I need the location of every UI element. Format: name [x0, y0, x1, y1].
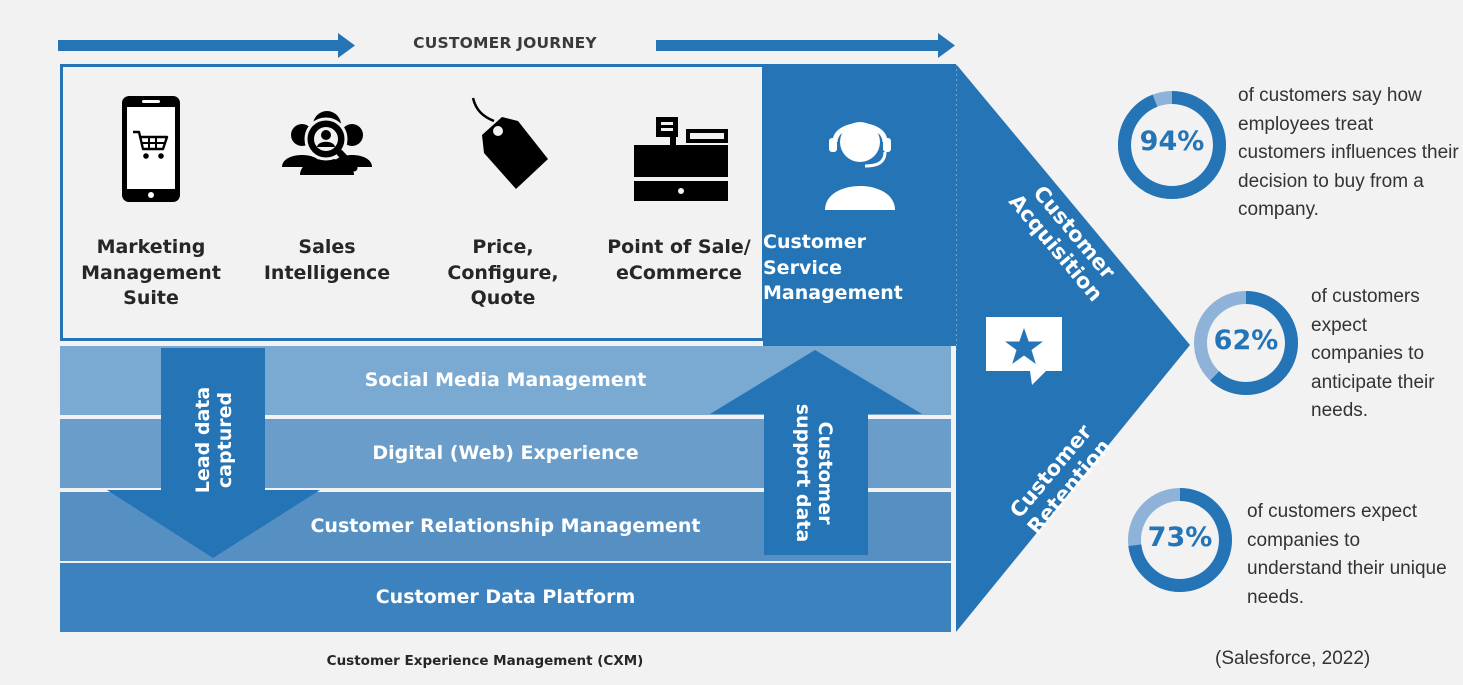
stage-point-of-sale: Point of Sale/ eCommerce: [591, 67, 767, 344]
layer-label: Customer Data Platform: [375, 586, 636, 608]
stat-text-73: of customers expect companies to underst…: [1247, 501, 1447, 608]
stat-ring-62: [1194, 291, 1298, 395]
layer-label: Digital (Web) Experience: [372, 442, 639, 464]
stat-text-94: of customers say how employees treat cus…: [1238, 85, 1459, 220]
stat-ring-94: [1118, 91, 1226, 199]
customer-journey-title: CUSTOMER JOURNEY: [413, 34, 597, 52]
smartphone-cart-icon: [122, 96, 180, 202]
star-speech-bubble-icon: [986, 317, 1062, 385]
lead-data-captured-label: Lead data captured: [192, 386, 236, 494]
stat-percent-62: 62%: [1213, 325, 1279, 356]
stage-marketing: Marketing Management Suite: [63, 67, 239, 344]
headset-agent-icon: [825, 122, 895, 210]
customer-service-management-box: Customer Service Management: [763, 64, 956, 346]
stage-label: Point of Sale/ eCommerce: [607, 236, 751, 284]
stage-cpq: Price, Configure, Quote: [415, 67, 591, 344]
journey-arrow-right: [656, 33, 955, 58]
price-tag-icon: [471, 97, 548, 189]
layer-label: Social Media Management: [364, 369, 647, 391]
cxm-footer-label: Customer Experience Management (CXM): [326, 653, 644, 669]
stage-label: Sales Intelligence: [263, 236, 391, 284]
journey-arrow-left: [58, 33, 355, 58]
layer-label: Customer Relationship Management: [310, 515, 701, 537]
support-data-up-arrow: [710, 350, 922, 555]
customer-support-data-label: Customer support data: [792, 403, 836, 543]
stage-label: Marketing Management Suite: [81, 236, 221, 309]
stage-label: Price, Configure, Quote: [447, 236, 559, 309]
ring-progress-arc: [1118, 91, 1226, 199]
stat-ring-73: [1128, 488, 1232, 592]
ring-progress-arc: [1194, 291, 1298, 395]
stat-text-62: of customers expect companies to anticip…: [1311, 286, 1435, 421]
stage-sales-intelligence: Sales Intelligence: [239, 67, 415, 344]
chevron-shape: [955, 64, 1190, 632]
ring-progress-arc: [1128, 488, 1232, 592]
stat-percent-73: 73%: [1147, 522, 1213, 553]
cash-register-icon: [634, 117, 728, 201]
layer-customer-data-platform: Customer Data Platform: [60, 563, 951, 632]
lead-data-down-arrow: [107, 348, 320, 558]
service-label: Customer Service Management: [763, 231, 903, 304]
journey-stages-box: Marketing Management Suite Sales Intelli…: [60, 64, 765, 341]
source-citation: (Salesforce, 2022): [1215, 648, 1371, 669]
people-magnifier-icon: [282, 111, 372, 175]
stat-percent-94: 94%: [1139, 126, 1205, 157]
